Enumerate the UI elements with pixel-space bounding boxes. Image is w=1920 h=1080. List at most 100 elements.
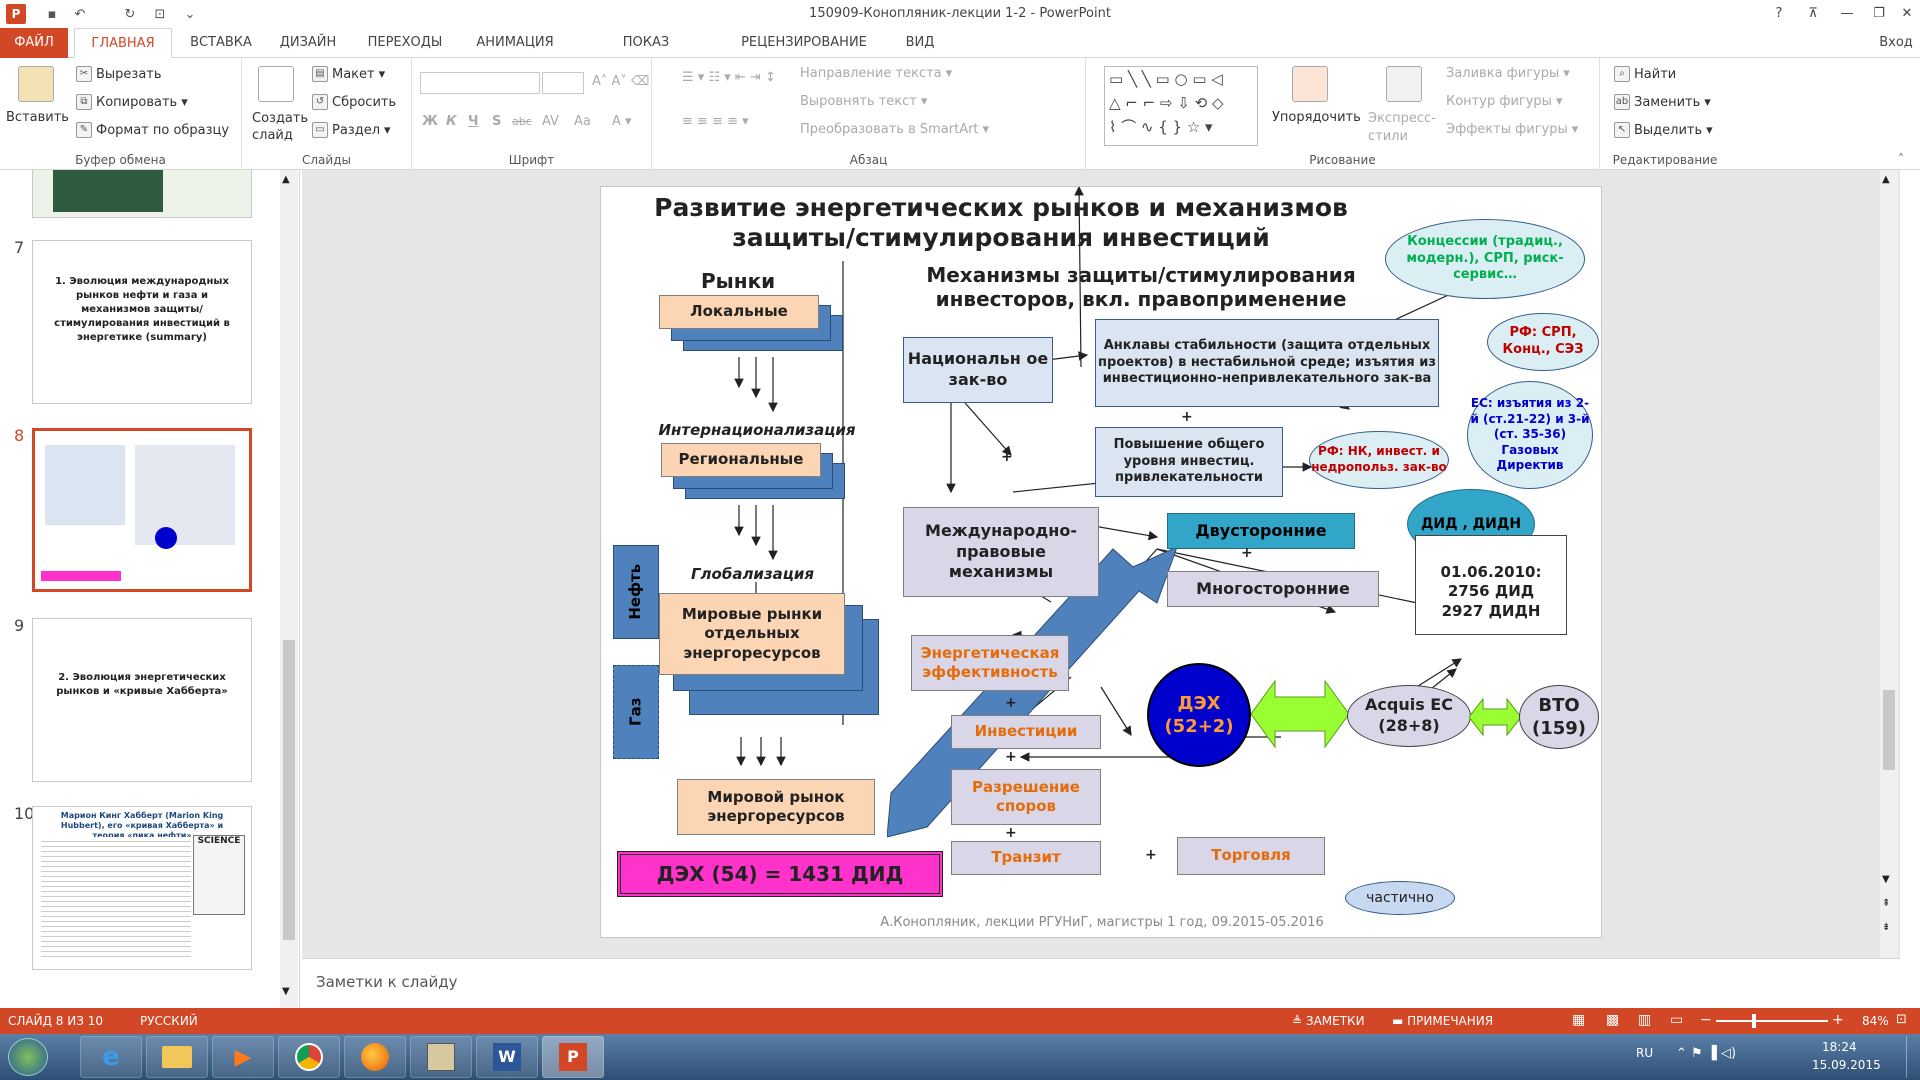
tray-icons[interactable]: ⌃ ⚑ ▐ ◁) xyxy=(1676,1046,1737,1061)
bold-button[interactable]: Ж xyxy=(422,114,438,129)
layout-button[interactable]: ▤Макет ▾ xyxy=(312,66,385,82)
normal-view-icon[interactable]: ▦ xyxy=(1572,1012,1586,1028)
slide-thumbnail-7[interactable]: 1. Эволюция международных рынков нефти и… xyxy=(32,240,252,404)
firefox-taskbar-icon[interactable] xyxy=(344,1036,406,1078)
reading-view-icon[interactable]: ▥ xyxy=(1638,1012,1652,1028)
zoom-slider-thumb[interactable] xyxy=(1752,1014,1756,1028)
undo-icon[interactable]: ↶ xyxy=(74,6,86,22)
next-slide-icon[interactable]: ⇟ xyxy=(1882,922,1891,933)
close-icon[interactable]: ✕ xyxy=(1901,5,1913,21)
cut-button[interactable]: ✂Вырезать xyxy=(76,66,162,82)
new-slide-icon[interactable] xyxy=(258,66,294,102)
tab-slideshow[interactable]: ПОКАЗ СЛАЙДОВ xyxy=(613,35,680,80)
shadow-button[interactable]: S xyxy=(492,114,502,129)
restore-icon[interactable]: ❐ xyxy=(1873,5,1885,21)
slide-thumbnail-9[interactable]: 2. Эволюция энергетических рынков и «кри… xyxy=(32,618,252,782)
reset-button[interactable]: ↺Сбросить xyxy=(312,94,396,110)
canvas-scrollbar[interactable]: ▲ ▼ ⇞ ⇟ xyxy=(1880,170,1898,958)
select-button[interactable]: ↖Выделить ▾ xyxy=(1614,122,1713,138)
tab-animation[interactable]: АНИМАЦИЯ xyxy=(476,35,554,50)
sign-in-link[interactable]: Вход xyxy=(1879,35,1913,50)
tab-review[interactable]: РЕЦЕНЗИРОВАНИЕ xyxy=(741,35,867,50)
smartart-button[interactable]: Преобразовать в SmartArt ▾ xyxy=(800,122,990,137)
paste-icon[interactable] xyxy=(18,66,54,102)
start-from-beginning-icon[interactable]: ⊡ xyxy=(154,6,166,22)
tab-insert[interactable]: ВСТАВКА xyxy=(190,35,252,50)
prev-slide-icon[interactable]: ⇞ xyxy=(1882,898,1891,909)
slide-thumbnail-10[interactable]: Марион Кинг Хабберт (Marion King Hubbert… xyxy=(32,806,252,970)
paste-button[interactable]: Вставить xyxy=(6,110,69,125)
format-painter-button[interactable]: ✎Формат по образцу xyxy=(76,122,229,138)
save-icon[interactable]: ▪ xyxy=(47,6,57,22)
grow-font-icon[interactable]: A˄ A˅ ⌫ xyxy=(592,74,650,89)
font-name-select[interactable] xyxy=(420,72,540,94)
thumbnails-scrollbar[interactable]: ▲ ▼ xyxy=(280,170,298,1008)
notes-pane[interactable]: Заметки к слайду xyxy=(302,958,1900,1008)
comments-toggle[interactable]: ▬ ПРИМЕЧАНИЯ xyxy=(1392,1014,1493,1028)
copy-button[interactable]: ⧉Копировать ▾ xyxy=(76,94,188,110)
zoom-slider[interactable] xyxy=(1716,1020,1828,1022)
shapes-gallery[interactable]: ▭ ╲ ╲ ▭ ○ ▭ ◁△ ⌐ ⌐ ⇨ ⇩ ⟲ ◇⌇ ⌒ ∿ { } ☆ ▾ xyxy=(1104,66,1258,146)
align-icons[interactable]: ≡ ≡ ≡ ≡ ▾ xyxy=(682,114,749,129)
ribbon-display-icon[interactable]: ⊼ xyxy=(1808,5,1818,21)
help-icon[interactable]: ? xyxy=(1775,5,1783,21)
scroll-thumb[interactable] xyxy=(283,640,295,940)
explorer-taskbar-icon[interactable] xyxy=(146,1036,208,1078)
zoom-out-icon[interactable]: − xyxy=(1700,1012,1712,1028)
font-size-select[interactable] xyxy=(542,72,584,94)
underline-button[interactable]: Ч xyxy=(468,114,479,129)
quick-styles-button[interactable]: Экспресс-стили xyxy=(1368,111,1436,144)
slide-thumbnail-8[interactable] xyxy=(32,428,252,592)
scroll-down-icon[interactable]: ▼ xyxy=(1882,874,1890,885)
fit-slide-icon[interactable]: ⊡ xyxy=(1896,1012,1907,1027)
find-button[interactable]: ⌕Найти xyxy=(1614,66,1676,82)
show-desktop-button[interactable] xyxy=(1906,1036,1920,1078)
chrome-taskbar-icon[interactable] xyxy=(278,1036,340,1078)
bullets-icon[interactable]: ☰ ▾ ☷ ▾ ⇤ ⇥ ↕ xyxy=(682,70,776,85)
slide-sorter-icon[interactable]: ▩ xyxy=(1606,1012,1620,1028)
tab-file[interactable]: ФАЙЛ xyxy=(0,28,68,58)
zoom-level[interactable]: 84% xyxy=(1862,1014,1889,1028)
minimize-icon[interactable]: — xyxy=(1840,5,1854,21)
char-spacing-button[interactable]: AV xyxy=(542,114,559,129)
text-direction-button[interactable]: Направление текста ▾ xyxy=(800,66,953,81)
word-taskbar-icon[interactable]: W xyxy=(476,1036,538,1078)
quick-styles-icon[interactable] xyxy=(1386,66,1422,102)
input-language[interactable]: RU xyxy=(1636,1046,1654,1060)
zoom-in-icon[interactable]: + xyxy=(1832,1012,1844,1028)
font-color-icon[interactable]: A ▾ xyxy=(612,114,632,129)
italic-button[interactable]: К xyxy=(446,114,457,129)
start-button[interactable] xyxy=(8,1038,48,1076)
scroll-thumb[interactable] xyxy=(1883,690,1895,770)
slide-thumbnail-6[interactable] xyxy=(32,170,252,218)
shape-fill-button[interactable]: Заливка фигуры ▾ xyxy=(1446,66,1570,81)
arrange-button[interactable]: Упорядочить xyxy=(1272,110,1361,125)
slide-8[interactable]: Развитие энергетических рынков и механиз… xyxy=(600,186,1602,938)
redo-icon[interactable]: ↻ xyxy=(124,6,136,22)
change-case-button[interactable]: Aa xyxy=(574,114,591,129)
tab-transitions[interactable]: ПЕРЕХОДЫ xyxy=(367,35,443,50)
scroll-up-icon[interactable]: ▲ xyxy=(1882,174,1890,185)
tab-view[interactable]: ВИД xyxy=(905,35,935,50)
shape-outline-button[interactable]: Контур фигуры ▾ xyxy=(1446,94,1563,109)
scroll-up-icon[interactable]: ▲ xyxy=(282,174,290,185)
shape-effects-button[interactable]: Эффекты фигуры ▾ xyxy=(1446,122,1579,137)
customize-qat-icon[interactable]: ⌄ xyxy=(184,6,196,22)
language-indicator[interactable]: РУССКИЙ xyxy=(140,1014,198,1028)
notes-toggle[interactable]: ≜ ЗАМЕТКИ xyxy=(1292,1014,1365,1028)
media-player-taskbar-icon[interactable]: ▶ xyxy=(212,1036,274,1078)
section-button[interactable]: ▭Раздел ▾ xyxy=(312,122,391,138)
scroll-down-icon[interactable]: ▼ xyxy=(282,986,290,997)
slideshow-icon[interactable]: ▭ xyxy=(1670,1012,1684,1028)
align-text-button[interactable]: Выровнять текст ▾ xyxy=(800,94,928,109)
collapse-ribbon-icon[interactable]: ˄ xyxy=(1898,152,1904,166)
new-slide-button[interactable]: Создать слайд xyxy=(252,111,309,143)
strikethrough-button[interactable]: abc xyxy=(512,115,532,128)
tab-home[interactable]: ГЛАВНАЯ xyxy=(74,28,172,58)
tab-design[interactable]: ДИЗАЙН xyxy=(279,35,337,50)
image-viewer-taskbar-icon[interactable] xyxy=(410,1036,472,1078)
arrange-icon[interactable] xyxy=(1292,66,1328,102)
ie-taskbar-icon[interactable]: e xyxy=(80,1036,142,1078)
powerpoint-taskbar-icon[interactable]: P xyxy=(542,1036,604,1078)
